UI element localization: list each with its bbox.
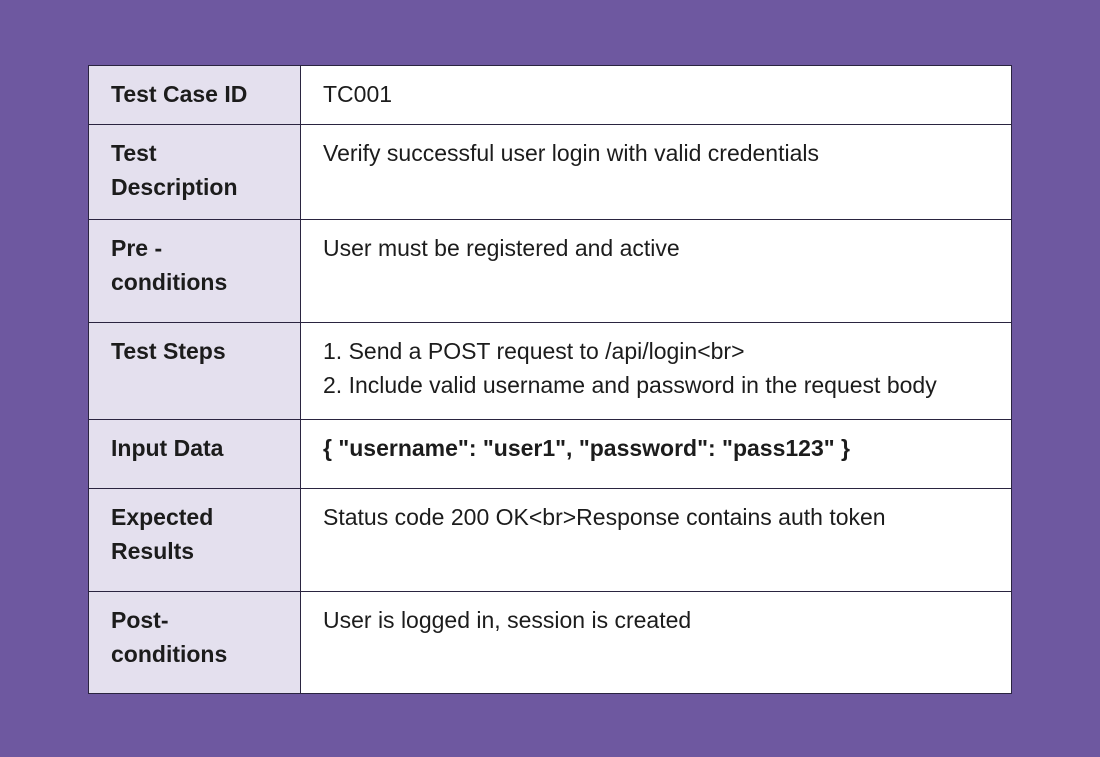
row-value: { "username": "user1", "password": "pass… <box>300 419 1012 489</box>
table-row-test-case-id: Test Case ID TC001 <box>88 65 1012 125</box>
row-value-line: 2. Include valid username and password i… <box>323 372 937 398</box>
row-value-line: User must be registered and active <box>323 235 680 261</box>
row-label: Test Description <box>88 124 301 220</box>
table-row-post-conditions: Post- conditions User is logged in, sess… <box>88 591 1012 694</box>
table-row-test-steps: Test Steps 1. Send a POST request to /ap… <box>88 322 1012 420</box>
row-value-line: Verify successful user login with valid … <box>323 140 820 166</box>
row-value: Verify successful user login with valid … <box>300 124 1012 220</box>
row-value-line: TC001 <box>323 81 393 107</box>
row-value: TC001 <box>300 65 1012 125</box>
row-value-line: Status code 200 OK<br>Response contains … <box>323 504 886 530</box>
table-row-pre-conditions: Pre - conditions User must be registered… <box>88 219 1012 323</box>
row-value: User must be registered and active <box>300 219 1012 323</box>
row-value-line: 1. Send a POST request to /api/login<br> <box>323 338 745 364</box>
test-case-table: Test Case ID TC001 Test Description Veri… <box>88 65 1012 694</box>
table-row-expected-results: Expected Results Status code 200 OK<br>R… <box>88 488 1012 592</box>
row-label: Pre - conditions <box>88 219 301 323</box>
row-value-line: { "username": "user1", "password": "pass… <box>323 435 851 461</box>
row-value: 1. Send a POST request to /api/login<br>… <box>300 322 1012 420</box>
row-label: Post- conditions <box>88 591 301 694</box>
row-value-line: User is logged in, session is created <box>323 607 692 633</box>
row-value: Status code 200 OK<br>Response contains … <box>300 488 1012 592</box>
table-row-test-description: Test Description Verify successful user … <box>88 124 1012 220</box>
table-row-input-data: Input Data { "username": "user1", "passw… <box>88 419 1012 489</box>
row-label: Test Case ID <box>88 65 301 125</box>
row-label: Expected Results <box>88 488 301 592</box>
row-label: Input Data <box>88 419 301 489</box>
row-value: User is logged in, session is created <box>300 591 1012 694</box>
row-label: Test Steps <box>88 322 301 420</box>
